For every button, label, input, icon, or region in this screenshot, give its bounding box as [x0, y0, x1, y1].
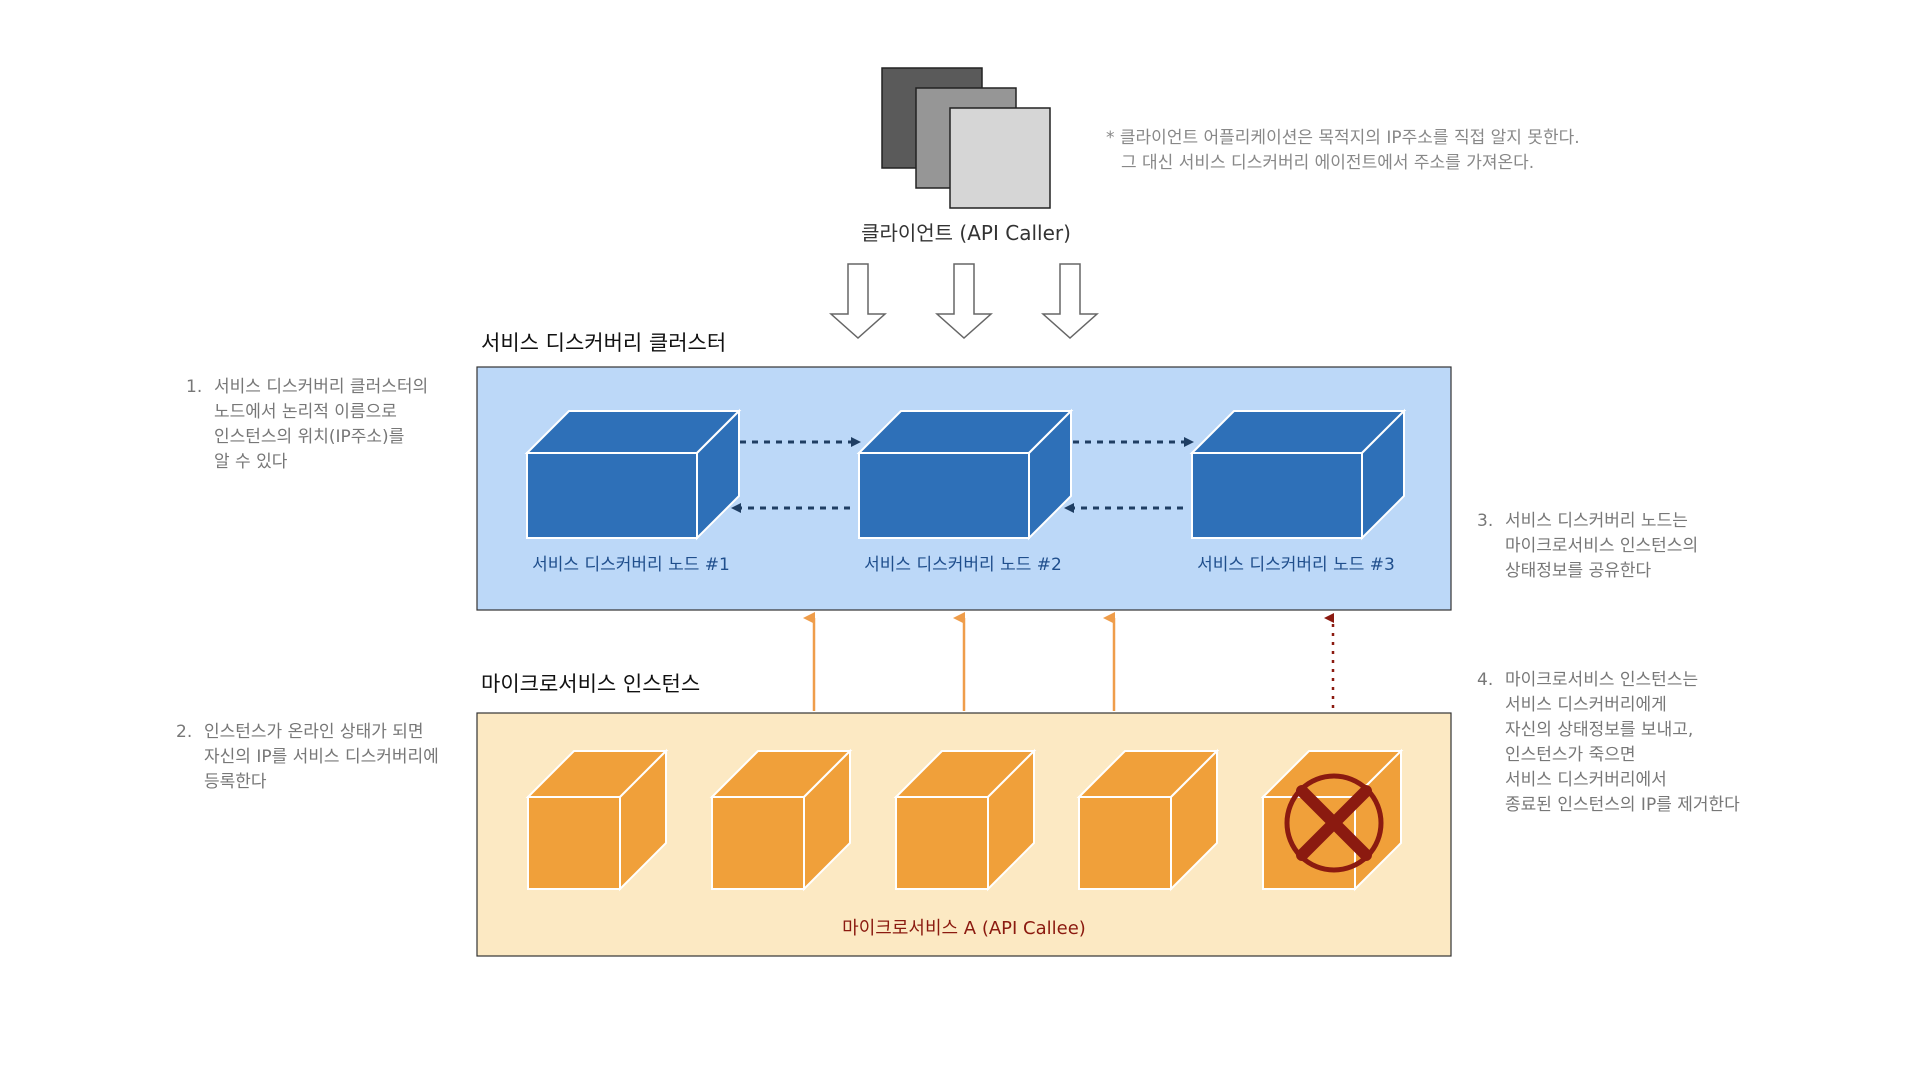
discovery-node-label-3: 서비스 디스커버리 노드 #3	[1197, 555, 1395, 575]
note-line: 노드에서 논리적 이름으로	[214, 402, 397, 422]
client-note-line1: * 클라이언트 어플리케이션은 목적지의 IP주소를 직접 알지 못한다.	[1106, 128, 1580, 148]
note-line: 인스턴스가 온라인 상태가 되면	[204, 722, 424, 742]
client-icon	[881, 67, 1051, 209]
note-number: 2.	[176, 722, 192, 742]
note-line: 인스턴스의 위치(IP주소)를	[214, 427, 404, 447]
cluster-title: 서비스 디스커버리 클러스터	[481, 331, 726, 355]
note-line: 서비스 디스커버리에서	[1505, 770, 1667, 790]
note-line: 서비스 디스커버리 클러스터의	[214, 377, 428, 397]
note-line: 마이크로서비스 인스턴스는	[1505, 670, 1698, 690]
note-line: 자신의 IP를 서비스 디스커버리에	[204, 747, 439, 767]
client-note-line2: 그 대신 서비스 디스커버리 에이전트에서 주소를 가져온다.	[1121, 153, 1534, 173]
client-label: 클라이언트 (API Caller)	[861, 221, 1071, 245]
peer-sync-arrows	[731, 437, 1194, 513]
note-line: 인스턴스가 죽으면	[1505, 745, 1636, 765]
note-line: 서비스 디스커버리에게	[1505, 695, 1667, 715]
client-request-arrows	[829, 263, 1099, 340]
discovery-node-3: 서비스 디스커버리 노드 #3	[1189, 408, 1407, 575]
instance-cube-1	[525, 748, 669, 892]
note-line: 종료된 인스턴스의 IP를 제거한다	[1505, 795, 1740, 815]
discovery-node-label-2: 서비스 디스커버리 노드 #2	[864, 555, 1062, 575]
instances-label: 마이크로서비스 A (API Callee)	[842, 918, 1086, 939]
instances-title: 마이크로서비스 인스턴스	[481, 672, 700, 696]
discovery-node-2: 서비스 디스커버리 노드 #2	[856, 408, 1074, 575]
note-line: 자신의 상태정보를 보내고,	[1505, 720, 1693, 740]
discovery-node-label-1: 서비스 디스커버리 노드 #1	[532, 555, 730, 575]
instance-cube-5	[1260, 748, 1404, 892]
note-line: 알 수 있다	[214, 452, 288, 472]
instance-cube-2	[709, 748, 853, 892]
note-line: 등록한다	[204, 772, 267, 792]
note-number: 1.	[186, 377, 202, 397]
note-number: 4.	[1477, 670, 1493, 690]
dead-instance-icon	[1284, 773, 1384, 873]
note-line: 서비스 디스커버리 노드는	[1505, 511, 1688, 531]
note-line: 마이크로서비스 인스턴스의	[1505, 536, 1698, 556]
instance-cube-4	[1076, 748, 1220, 892]
discovery-node-1: 서비스 디스커버리 노드 #1	[524, 408, 742, 575]
down-arrow-2	[935, 263, 993, 340]
down-arrow-1	[829, 263, 887, 340]
cluster-nodes: 서비스 디스커버리 노드 #1 서비스 디스커버리 노드 #2 서비스 디스커버리 …	[524, 408, 1407, 575]
note-number: 3.	[1477, 511, 1493, 531]
instance-cubes	[525, 748, 1404, 892]
instance-cube-3	[893, 748, 1037, 892]
down-arrow-3	[1041, 263, 1099, 340]
note-line: 상태정보를 공유한다	[1505, 561, 1652, 581]
